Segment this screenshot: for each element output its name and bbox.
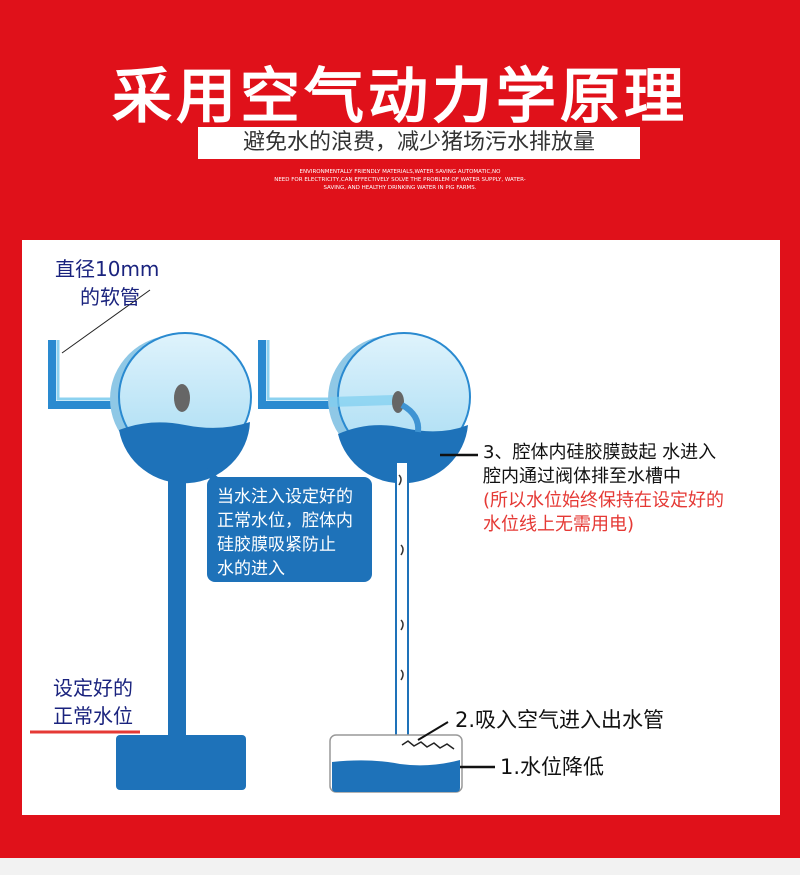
right-chamber	[328, 332, 471, 484]
left-chamber	[110, 332, 252, 484]
level-label-line2: 正常水位	[53, 704, 133, 728]
step3-note-line-1: (所以水位始终保持在设定好的	[483, 490, 725, 511]
subtitle-box: 避免水的浪费，减少猪场污水排放量	[198, 127, 640, 159]
page-title: 采用空气动力学原理	[112, 62, 688, 132]
step3-line-1: 3、腔体内硅胶膜鼓起 水进入	[483, 442, 717, 463]
right-trough	[329, 734, 463, 793]
hose-label-line1: 直径10mm	[55, 257, 160, 281]
level-label-line1: 设定好的	[53, 676, 133, 700]
step3-line-2: 腔内通过阀体排至水槽中	[483, 466, 681, 487]
step2-label: 2.吸入空气进入出水管	[455, 708, 665, 732]
right-hose	[258, 340, 330, 409]
left-hose	[48, 340, 118, 409]
callout-box: 当水注入设定好的 正常水位，腔体内 硅胶膜吸紧防止 水的进入	[207, 477, 372, 582]
bottom-strip	[0, 858, 800, 875]
left-outlet-pipe	[168, 460, 186, 735]
callout-line-1: 当水注入设定好的	[217, 487, 353, 507]
right-outlet-pipe	[395, 461, 409, 738]
callout-line-4: 水的进入	[217, 559, 285, 579]
left-trough	[116, 735, 246, 790]
callout-line-2: 正常水位，腔体内	[217, 511, 353, 531]
hose-pointer	[61, 289, 151, 354]
english-line-1: ENVIRONMENTALLY FRIENDLY MATERIALS,WATER…	[299, 169, 501, 175]
english-line-2: NEED FOR ELECTRICITY,CAN EFFECTIVELY SOL…	[274, 177, 526, 183]
step2-pointer	[417, 721, 449, 741]
step1-label: 1.水位降低	[500, 755, 605, 779]
callout-line-3: 硅胶膜吸紧防止	[217, 535, 336, 555]
english-line-3: SAVING, AND HEALTHY DRINKING WATER IN PI…	[323, 185, 477, 191]
hose-label-line2: 的软管	[80, 285, 140, 309]
step3-note-line-2: 水位线上无需用电)	[483, 514, 635, 535]
